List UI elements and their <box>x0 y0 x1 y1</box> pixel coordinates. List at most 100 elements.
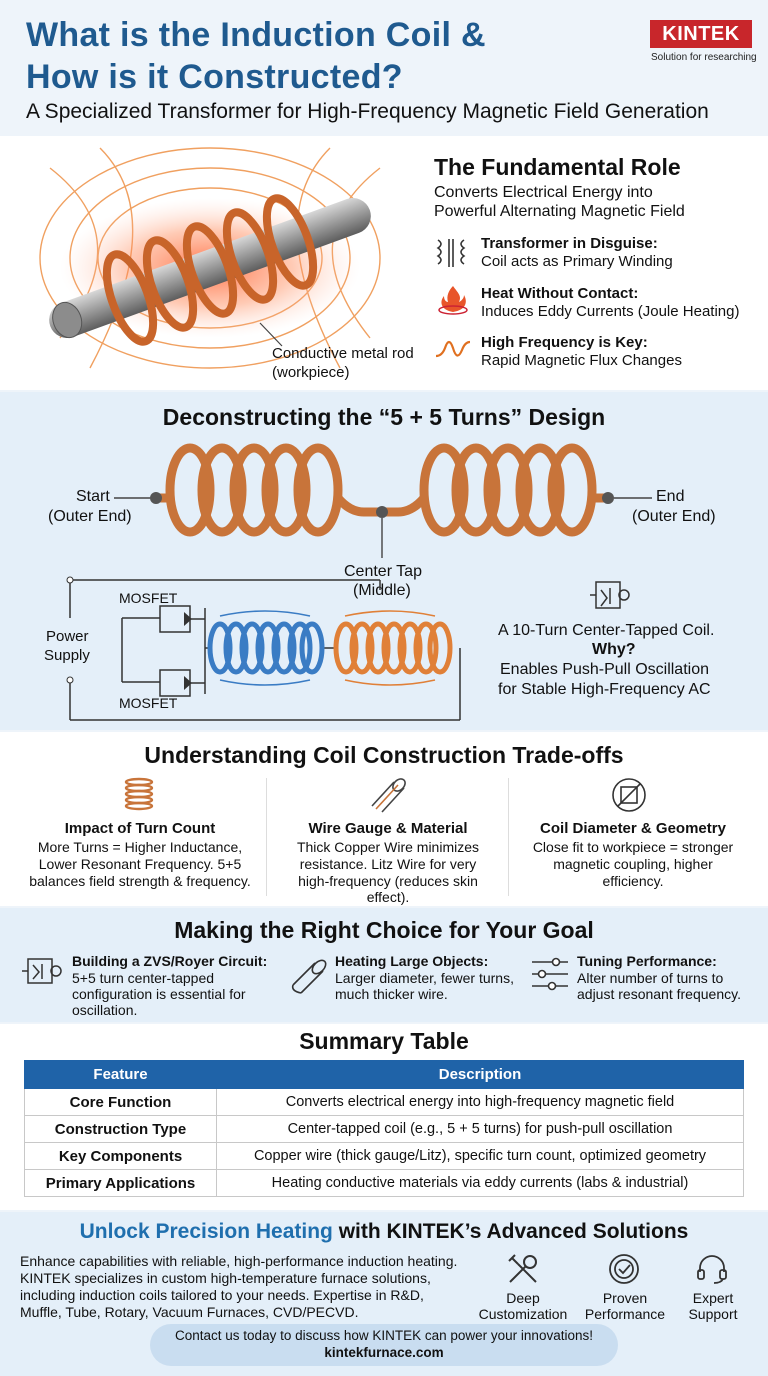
table-row: Key Components Copper wire (thick gauge/… <box>24 1142 744 1170</box>
table-cell-feature: Construction Type <box>24 1115 217 1143</box>
tradeoff-3-line3: efficiency. <box>602 873 664 889</box>
website-link[interactable]: kintekfurnace.com <box>324 1345 444 1360</box>
cta-heading-dark: with KINTEK’s Advanced Solutions <box>332 1220 689 1243</box>
summary-table: Feature Description Core Function Conver… <box>24 1060 744 1197</box>
cta-body-line1: Enhance capabilities with reliable, high… <box>20 1253 458 1269</box>
tradeoffs-heading: Understanding Coil Construction Trade-of… <box>144 742 624 768</box>
heat-icon <box>438 286 468 315</box>
role-item-1-title: Transformer in Disguise: <box>481 235 658 252</box>
tradeoff-1-line1: More Turns = Higher Inductance, <box>37 839 243 855</box>
choice-1-title: Building a ZVS/Royer Circuit: <box>72 953 268 969</box>
choice-2-line2: much thicker wire. <box>335 986 448 1002</box>
headset-icon <box>697 1255 727 1284</box>
tradeoffs-section <box>0 732 768 906</box>
center-tapped-coil-diagram <box>114 443 652 558</box>
badge-check-icon <box>609 1254 639 1284</box>
choice-2-title: Heating Large Objects: <box>335 953 489 969</box>
cta-heading-blue: Unlock Precision Heating <box>79 1220 333 1243</box>
choice-1-line3: oscillation. <box>72 1002 138 1018</box>
start-label-line1: Start <box>76 488 110 505</box>
explain-line1: A 10-Turn Center-Tapped Coil. <box>498 622 715 639</box>
table-cell-feature: Key Components <box>24 1142 217 1170</box>
push-pull-circuit <box>66 576 461 721</box>
rod-label-line2: (workpiece) <box>272 364 350 381</box>
feature-1-line2: Customization <box>478 1306 568 1322</box>
contact-banner[interactable] <box>150 1324 618 1366</box>
divider <box>266 778 267 896</box>
role-item-2-text: Induces Eddy Currents (Joule Heating) <box>481 303 740 320</box>
table-cell-description: Heating conductive materials via eddy cu… <box>216 1169 744 1197</box>
explain-line3: Enables Push-Pull Oscillation <box>500 661 709 678</box>
tools-icon <box>508 1254 537 1283</box>
page-subtitle: A Specialized Transformer for High-Frequ… <box>26 100 709 123</box>
end-label-line1: End <box>656 488 685 505</box>
table-row: Core Function Converts electrical energy… <box>24 1088 744 1116</box>
page-title-line2: How is it Constructed? <box>26 58 403 96</box>
sliders-icon <box>532 957 568 991</box>
cylinder-icon <box>291 959 327 994</box>
divider <box>508 778 509 896</box>
circuit-icon <box>22 958 62 984</box>
role-desc-line1: Converts Electrical Energy into <box>434 184 653 201</box>
tradeoff-2-title: Wire Gauge & Material <box>308 820 468 837</box>
choice-1-line2: configuration is essential for <box>72 986 246 1002</box>
design-heading: Deconstructing the “5 + 5 Turns” Design <box>162 404 606 430</box>
table-cell-description: Center-tapped coil (e.g., 5 + 5 turns) f… <box>216 1115 744 1143</box>
table-header-feature: Feature <box>24 1060 217 1089</box>
tradeoff-2-line1: Thick Copper Wire minimizes <box>296 839 480 855</box>
cta-body-line3: including induction coils tailored to yo… <box>20 1287 424 1303</box>
cta-body-line2: KINTEK specializes in custom high-temper… <box>20 1270 431 1286</box>
logo-text: KINTEK <box>662 23 740 45</box>
page-title-line1: What is the Induction Coil & <box>26 16 486 54</box>
role-item-2-title: Heat Without Contact: <box>481 285 639 302</box>
choice-heading: Making the Right Choice for Your Goal <box>174 917 594 943</box>
role-item-3-text: Rapid Magnetic Flux Changes <box>481 352 682 369</box>
power-supply-line1: Power <box>46 628 89 645</box>
center-tap-line1: Center Tap <box>344 563 422 580</box>
rod-label-line1: Conductive metal rod <box>272 345 414 362</box>
tradeoff-1-title: Impact of Turn Count <box>64 820 216 837</box>
wave-icon <box>435 340 471 358</box>
role-desc-line2: Powerful Alternating Magnetic Field <box>434 203 685 220</box>
tradeoff-3-title: Coil Diameter & Geometry <box>540 820 726 837</box>
kintek-logo <box>650 20 752 48</box>
feature-1-line1: Deep <box>506 1290 540 1306</box>
tradeoff-2-line3: high-frequency (reduces skin <box>298 873 478 889</box>
coil-spring-icon <box>124 777 154 811</box>
start-label-line2: (Outer End) <box>48 508 132 525</box>
explain-line4: for Stable High-Frequency AC <box>498 681 711 698</box>
tradeoff-2-line4: effect). <box>366 889 410 905</box>
table-header-description: Description <box>216 1060 744 1089</box>
table-cell-description: Copper wire (thick gauge/Litz), specific… <box>216 1142 744 1170</box>
tradeoff-2-line2: resistance. Litz Wire for very <box>299 856 477 872</box>
role-item-1-text: Coil acts as Primary Winding <box>481 253 673 270</box>
table-row: Construction Type Center-tapped coil (e.… <box>24 1115 744 1143</box>
table-cell-feature: Core Function <box>24 1088 217 1116</box>
tradeoff-1-line3: balances field strength & frequency. <box>29 873 251 889</box>
tradeoff-1-line2: Lower Resonant Frequency. 5+5 <box>38 856 242 872</box>
design-section <box>0 392 768 730</box>
summary-heading: Summary Table <box>299 1028 469 1054</box>
induction-coil-illustration <box>39 147 381 369</box>
end-label-line2: (Outer End) <box>632 508 716 525</box>
choice-3-title: Tuning Performance: <box>577 953 717 969</box>
choice-3-line1: Alter number of turns to <box>577 970 724 986</box>
tradeoff-3-line1: Close fit to workpiece = stronger <box>532 839 734 855</box>
choice-section <box>0 908 768 1022</box>
contact-text: Contact us today to discuss how KINTEK c… <box>175 1328 593 1343</box>
power-supply-line2: Supply <box>44 647 90 664</box>
table-cell-feature: Primary Applications <box>24 1169 217 1197</box>
choice-3-line2: adjust resonant frequency. <box>577 986 741 1002</box>
logo-tagline: Solution for researching <box>651 52 757 63</box>
wire-icon <box>371 778 406 813</box>
feature-3-line2: Support <box>688 1306 738 1322</box>
diameter-icon <box>612 778 646 812</box>
role-heading: The Fundamental Role <box>434 154 681 180</box>
choice-1-line1: 5+5 turn center-tapped <box>72 970 215 986</box>
feature-3-line1: Expert <box>692 1290 734 1306</box>
role-item-3-title: High Frequency is Key: <box>481 334 648 351</box>
oscillator-icon <box>590 581 630 609</box>
mosfet-top-label: MOSFET <box>119 590 178 606</box>
tradeoff-3-line2: magnetic coupling, higher <box>553 856 713 872</box>
cta-body-line4: Muffle, Tube, Rotary, Vacuum Furnaces, C… <box>20 1304 359 1320</box>
